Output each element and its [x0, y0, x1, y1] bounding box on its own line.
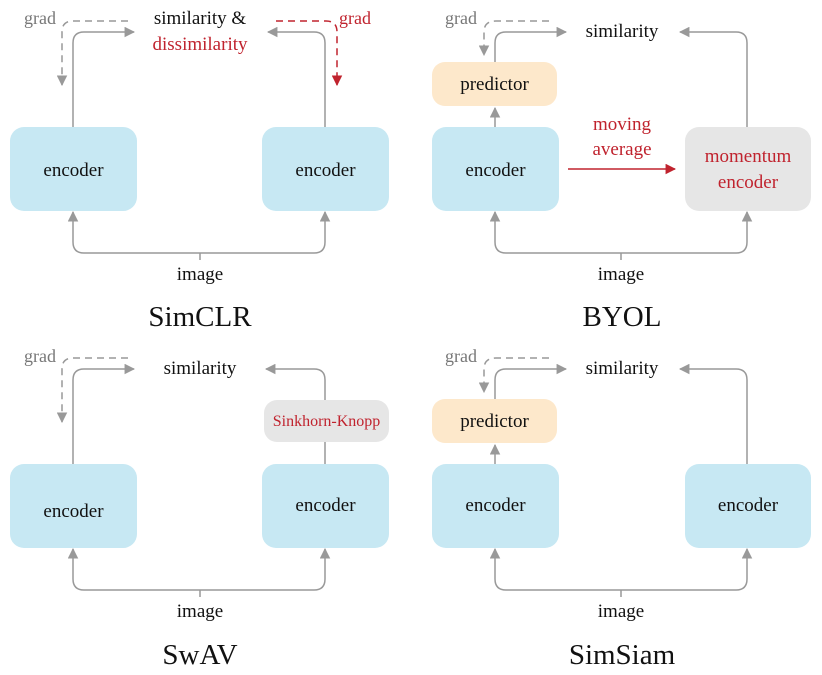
- encoder-box: [432, 127, 559, 211]
- image-label: image: [177, 601, 223, 622]
- panel-title-simclr: SimCLR: [148, 301, 252, 333]
- image-bracket: [67, 547, 200, 591]
- image-label: image: [598, 601, 644, 622]
- panel-simsiam: encoder encoder predictor image similari…: [432, 346, 811, 671]
- image-label: image: [598, 264, 644, 285]
- encoder-label: encoder: [465, 160, 526, 181]
- predictor-box: [432, 62, 557, 106]
- encoder-box-right: [685, 464, 811, 548]
- image-bracket: [200, 547, 331, 591]
- encoder-label-right: encoder: [295, 495, 356, 516]
- grad-arrow: [478, 20, 549, 57]
- momentum-label-line2: encoder: [718, 172, 779, 193]
- sinkhorn-knopp-label: Sinkhorn-Knopp: [273, 413, 381, 430]
- grad-label-left: grad: [24, 8, 56, 28]
- target-label: similarity: [164, 358, 237, 379]
- image-bracket: [200, 210, 331, 254]
- predictor-output-path: [494, 363, 568, 399]
- panel-simclr: encoder encoder image similarity & dissi…: [10, 8, 389, 333]
- encoder-label-left: encoder: [43, 501, 104, 522]
- encoder-box-right: [262, 127, 389, 211]
- left-output-path: [72, 363, 136, 464]
- panel-byol: encoder predictor momentum encoder movin…: [432, 8, 811, 333]
- encoder-box-right: [262, 464, 389, 548]
- momentum-label-line1: momentum: [705, 146, 792, 167]
- panel-swav: encoder encoder Sinkhorn-Knopp image sim…: [10, 346, 389, 671]
- moving-label-line1: moving: [593, 114, 652, 135]
- encoder-label-right: encoder: [295, 160, 356, 181]
- grad-label: grad: [445, 8, 477, 28]
- momentum-output-path: [678, 26, 748, 127]
- image-label: image: [177, 264, 223, 285]
- encoder-box-left: [10, 127, 137, 211]
- image-bracket: [67, 210, 200, 254]
- predictor-box: [432, 399, 557, 443]
- image-bracket: [489, 210, 621, 254]
- image-bracket: [489, 547, 621, 591]
- image-bracket: [621, 547, 753, 591]
- panel-title-simsiam: SimSiam: [569, 639, 676, 671]
- grad-label: grad: [24, 346, 56, 366]
- right-output-path: [264, 363, 326, 400]
- target-label-line2: dissimilarity: [153, 34, 249, 55]
- grad-label-right: grad: [339, 8, 371, 28]
- target-label: similarity: [586, 21, 659, 42]
- grad-arrow: [56, 357, 128, 424]
- momentum-encoder-box: [685, 127, 811, 211]
- target-label: similarity: [586, 358, 659, 379]
- grad-arrow: [478, 357, 549, 394]
- encoder-box-left: [10, 464, 137, 548]
- predictor-label: predictor: [460, 74, 529, 95]
- left-output-path: [72, 26, 136, 127]
- encoder-box-left: [432, 464, 559, 548]
- target-label-line1: similarity &: [154, 8, 247, 29]
- predictor-label: predictor: [460, 411, 529, 432]
- moving-label-line2: average: [592, 139, 651, 160]
- right-output-path: [678, 363, 748, 464]
- encoder-label-left: encoder: [465, 495, 526, 516]
- grad-arrow-right: [276, 20, 343, 87]
- encoder-label-right: encoder: [718, 495, 779, 516]
- panel-title-swav: SwAV: [162, 639, 237, 671]
- predictor-output-path: [494, 26, 568, 62]
- sinkhorn-knopp-box: [264, 400, 389, 442]
- grad-label: grad: [445, 346, 477, 366]
- panel-title-byol: BYOL: [583, 301, 662, 333]
- encoder-label-left: encoder: [43, 160, 104, 181]
- image-bracket: [621, 210, 753, 254]
- right-output-path: [266, 26, 326, 127]
- grad-arrow-left: [56, 20, 128, 87]
